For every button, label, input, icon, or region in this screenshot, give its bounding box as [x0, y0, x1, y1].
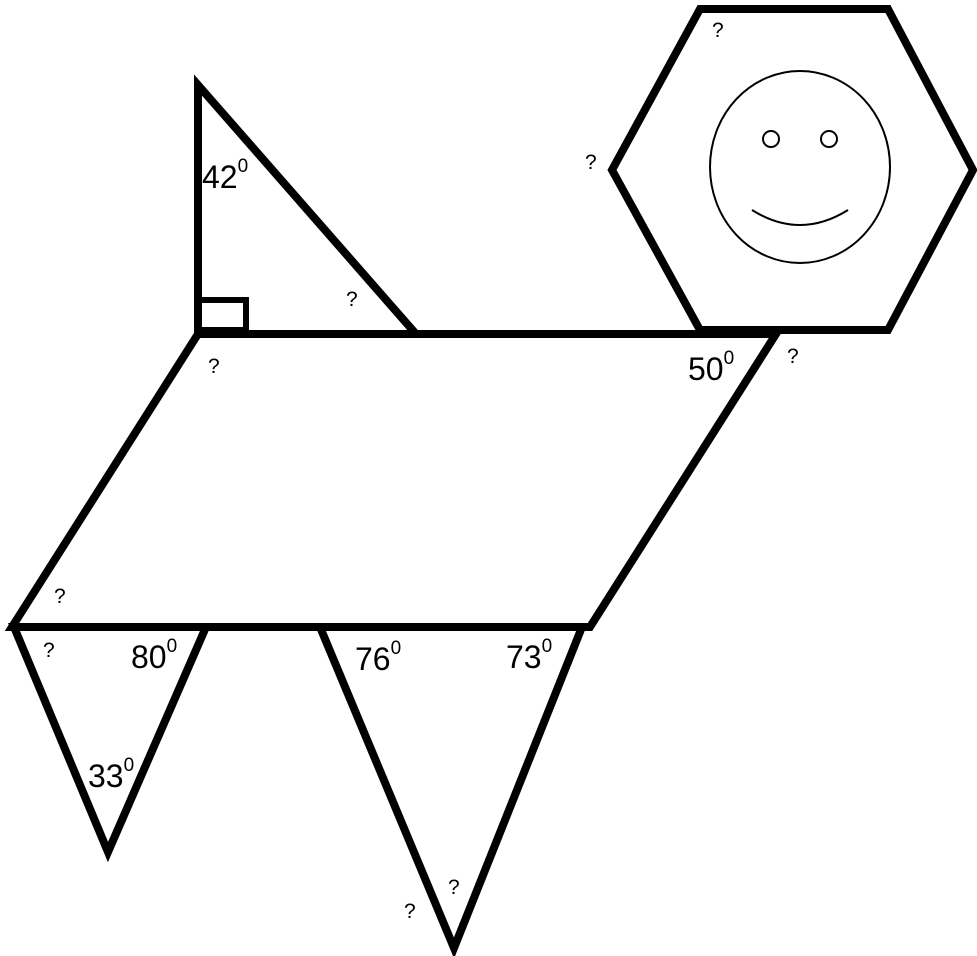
angle-label-80: 800: [131, 636, 177, 675]
angle-label-33: 330: [88, 755, 134, 794]
right-angle-marker: [195, 297, 249, 333]
angle-label-76: 760: [355, 638, 401, 677]
angle-label-para-bottom-left: ?: [54, 585, 66, 608]
angle-label-para-top-left: ?: [208, 355, 220, 378]
hexagon: [607, 4, 977, 334]
angle-label-right-leg-bottom-left: ?: [404, 900, 416, 923]
angle-label-hex-top: ?: [712, 19, 724, 42]
left-leg-triangle: [7, 623, 213, 863]
angle-label-42: 420: [202, 156, 248, 195]
face-outline: [709, 70, 891, 264]
angle-label-73: 730: [506, 636, 552, 675]
angle-label-right-leg-bottom-right: ?: [448, 876, 460, 899]
smile: [751, 209, 849, 226]
angle-label-triangle-unknown: ?: [346, 288, 358, 311]
right-eye: [820, 130, 838, 148]
parallelogram: [4, 330, 784, 631]
angle-label-para-right-unknown: ?: [787, 345, 799, 368]
right-leg-triangle: [313, 623, 588, 956]
left-eye: [762, 130, 780, 148]
angle-label-hex-left: ?: [585, 151, 597, 174]
right-triangle: [194, 74, 425, 338]
angle-label-left-leg-left: ?: [43, 639, 55, 662]
angle-label-50: 500: [688, 348, 734, 387]
